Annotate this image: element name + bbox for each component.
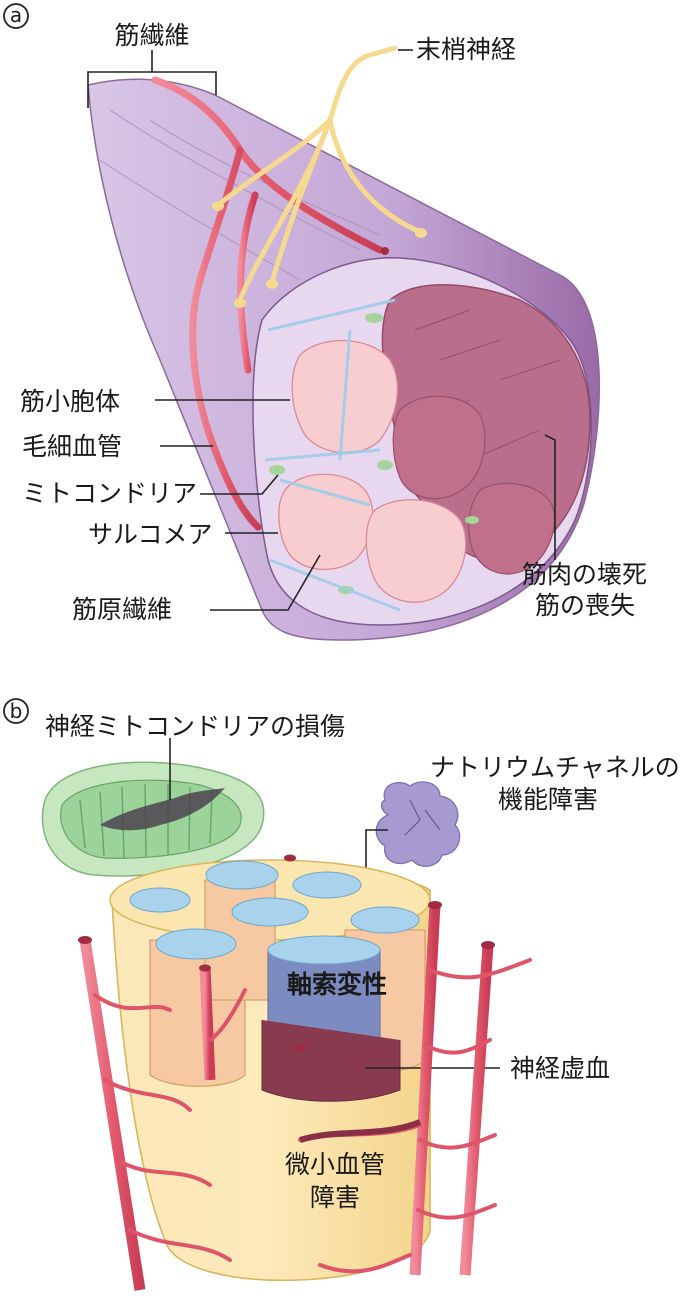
panel-b: b 神経ミトコンドリアの損傷 ナトリウムチャネルの 機能障害 [3, 698, 680, 1291]
label-microvascular-line2: 障害 [310, 1183, 360, 1212]
axon-bundles [129, 860, 420, 960]
label-sodium-line1: ナトリウムチャネルの [430, 753, 680, 782]
label-necrosis-line2: 筋の喪失 [535, 591, 635, 620]
label-capillary: 毛細血管 [22, 432, 122, 461]
peripheral-nerve [215, 45, 423, 303]
microvessel-damage [299, 1119, 422, 1143]
myofibrils [278, 339, 467, 603]
fiber-striations [99, 109, 381, 281]
label-mitochondria: ミトコンドリア [22, 479, 197, 508]
leader-mitochondria [200, 474, 279, 495]
label-microvascular-line1: 微小血管 [285, 1150, 385, 1179]
leader-myofibril [210, 554, 321, 611]
muscle-fiber-bracket [87, 50, 217, 108]
sarcoplasmic-reticulum [264, 298, 401, 612]
leader-sodium [365, 829, 388, 880]
panel-a: a [3, 3, 647, 641]
mito-damage-mark [100, 788, 225, 831]
label-peripheral-nerve: 末梢神経 [416, 35, 516, 64]
label-necrosis-line1: 筋肉の壊死 [522, 560, 647, 589]
panel-b-badge [3, 698, 29, 724]
label-nerve-ischemia: 神経虚血 [510, 1054, 610, 1083]
label-axon-degeneration: 軸索変性 [287, 970, 387, 999]
capillaries [151, 76, 384, 531]
nerve-endings [212, 201, 427, 308]
leader-necrosis [544, 434, 556, 560]
label-muscle-fiber: 筋繊維 [114, 21, 189, 50]
myofibril-dark [392, 395, 556, 575]
label-sarcoplasm: 筋小胞体 [20, 387, 120, 416]
label-sarcomere: サルコメア [88, 520, 213, 549]
panel-a-letter: a [10, 3, 22, 27]
label-mito-damage: 神経ミトコンドリアの損傷 [45, 712, 345, 741]
axon-degeneration-column [261, 935, 401, 1102]
vessel-ends [78, 854, 495, 1052]
label-sodium-line2: 機能障害 [498, 785, 598, 814]
panel-b-letter: b [10, 699, 23, 723]
capillary-end [381, 247, 389, 255]
sodium-channel [375, 781, 461, 867]
vessel-branches [93, 958, 532, 1274]
panel-a-badge [3, 3, 29, 29]
nerve-mitochondrion [41, 761, 265, 877]
label-myofibril: 筋原繊維 [72, 595, 172, 624]
